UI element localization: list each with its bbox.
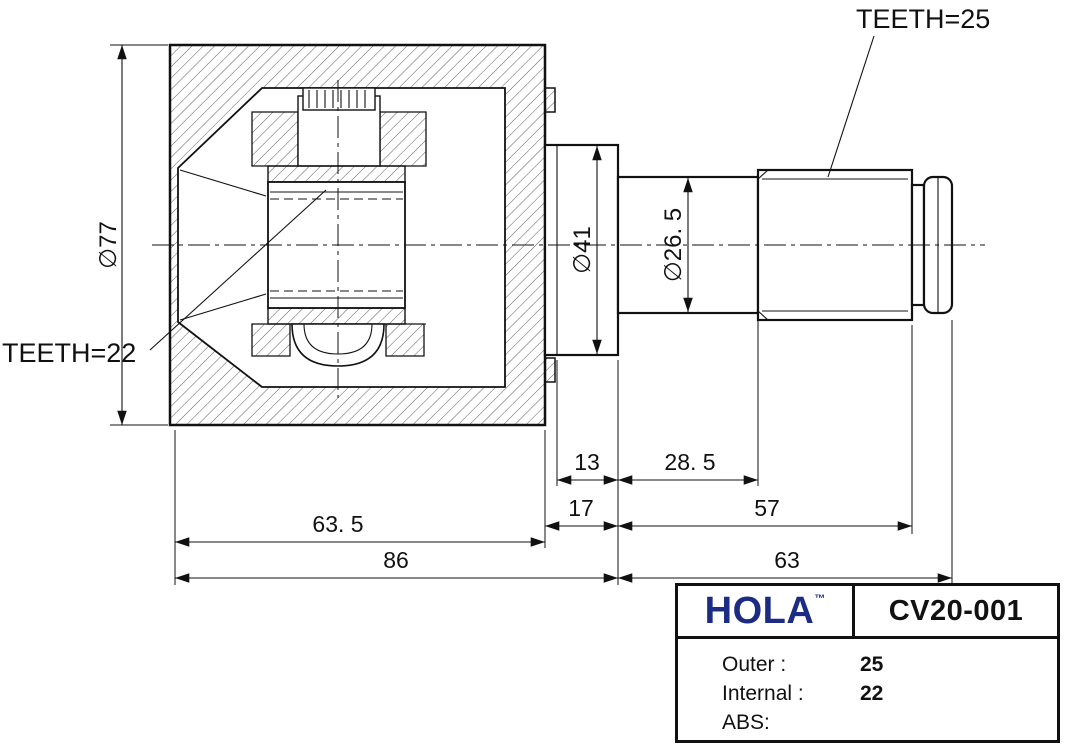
dim-86: 86 <box>175 547 618 583</box>
spec-row-abs: ABS: <box>722 708 1057 737</box>
brand-cell: HOLA ™ <box>678 586 855 636</box>
dim-57-label: 57 <box>754 495 780 521</box>
teeth-outer-label: TEETH=25 <box>856 4 990 34</box>
spec-value-internal: 22 <box>860 681 884 705</box>
spec-row-internal: Internal : 22 <box>722 679 1057 708</box>
spec-value-outer: 25 <box>860 652 884 676</box>
spec-row-outer: Outer : 25 <box>722 650 1057 679</box>
teeth-inner-callout: TEETH=22 <box>2 189 327 368</box>
brand-logo: HOLA <box>704 590 815 632</box>
title-block: HOLA ™ CV20-001 Outer : 25 Internal : 22… <box>675 583 1060 743</box>
dim-dia-41: ∅41 <box>569 146 602 354</box>
dim-63-5-label: 63. 5 <box>312 511 363 537</box>
dim-28-5-label: 28. 5 <box>664 449 715 475</box>
spec-list: Outer : 25 Internal : 22 ABS: <box>678 639 1057 737</box>
teeth-outer-callout: TEETH=25 <box>827 4 990 178</box>
boot-groove-tab-top <box>544 87 556 113</box>
dim-28-5: 28. 5 <box>618 449 758 485</box>
teeth-inner-label: TEETH=22 <box>2 338 136 368</box>
spec-label-abs: ABS: <box>722 710 770 734</box>
dim-dia-77: ∅77 <box>95 44 168 426</box>
output-shaft <box>543 143 954 357</box>
trademark-symbol: ™ <box>814 593 826 605</box>
upper-ball-left <box>251 111 299 167</box>
dia-flange-label: ∅41 <box>569 226 596 274</box>
extension-lines <box>174 318 953 585</box>
dim-17-label: 17 <box>568 495 594 521</box>
dim-17: 17 <box>545 495 618 531</box>
part-number-cell: CV20-001 <box>855 586 1057 636</box>
upper-ball-right <box>379 111 427 167</box>
spec-label-internal: Internal : <box>722 681 804 705</box>
dim-63: 63 <box>618 547 952 583</box>
lower-ball-right <box>385 323 425 357</box>
dia-shaft-label: ∅26. 5 <box>660 208 687 282</box>
dim-57: 57 <box>618 495 912 531</box>
dim-13: 13 <box>557 449 618 485</box>
dim-dia-26-5: ∅26. 5 <box>660 178 693 312</box>
spec-label-outer: Outer : <box>722 652 787 676</box>
inner-race-upper <box>267 165 406 183</box>
boot-groove-tab-bottom <box>544 357 556 383</box>
dim-63-5: 63. 5 <box>175 511 545 547</box>
part-number: CV20-001 <box>888 594 1024 627</box>
dim-13-label: 13 <box>574 449 600 475</box>
dim-63-label: 63 <box>774 547 800 573</box>
title-block-header: HOLA ™ CV20-001 <box>678 586 1057 639</box>
spline-hub-top <box>302 87 376 111</box>
dim-86-label: 86 <box>383 547 409 573</box>
lower-ball-left <box>251 323 291 357</box>
dia-housing-label: ∅77 <box>95 221 122 269</box>
inner-race-lower <box>267 307 406 325</box>
